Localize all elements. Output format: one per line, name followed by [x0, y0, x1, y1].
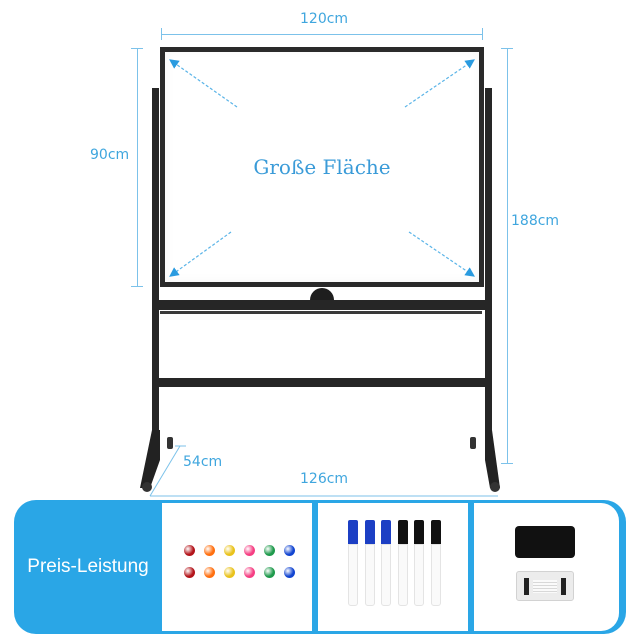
dimension-base-width-label: 126cm — [300, 471, 349, 487]
stand-left-post — [152, 88, 159, 460]
markers-cell — [318, 503, 468, 631]
dimension-tick — [161, 28, 162, 40]
dimension-tick — [501, 463, 513, 464]
dimension-board-height-line — [137, 48, 138, 286]
pivot-knob — [310, 288, 334, 302]
eraser-felt — [515, 526, 575, 558]
magnet-icon — [264, 567, 275, 578]
expand-arrows-icon — [169, 59, 475, 277]
magnet-icon — [184, 545, 195, 556]
magnet-icon — [204, 567, 215, 578]
lower-crossbar — [158, 378, 486, 387]
tray-lip — [160, 311, 482, 314]
marker-icon — [381, 520, 391, 606]
magnet-icon — [284, 545, 295, 556]
dimension-total-height-label: 188cm — [511, 213, 560, 229]
whiteboard: Große Fläche — [160, 47, 484, 287]
marker-icon — [348, 520, 358, 606]
marker-icon — [364, 520, 375, 606]
dimension-board-width-label: 120cm — [300, 11, 349, 27]
marker-tray — [158, 300, 486, 310]
eraser-cell — [474, 503, 619, 631]
magnet-icon — [284, 567, 295, 578]
magnet-icon — [224, 567, 235, 578]
accessories-panel: Preis-Leistung — [14, 500, 626, 634]
eraser-holder-grip-left — [524, 578, 529, 595]
eraser-holder — [516, 571, 574, 601]
marker-icon — [430, 520, 441, 606]
magnet-icon — [204, 545, 215, 556]
magnet-icon — [264, 545, 275, 556]
dimension-tick — [131, 286, 143, 287]
dimension-tick — [131, 48, 143, 49]
marker-icon — [414, 520, 424, 606]
dimension-tick — [501, 48, 513, 49]
dimension-tick — [482, 28, 483, 40]
magnet-icon — [244, 545, 255, 556]
dimension-board-width-line — [161, 34, 483, 35]
panel-label: Preis-Leistung — [27, 556, 149, 577]
dimension-board-height-label: 90cm — [90, 147, 130, 163]
magnet-icon — [244, 567, 255, 578]
eraser-holder-ribs — [533, 580, 557, 593]
dimension-total-height-line — [507, 48, 508, 464]
magnet-icon — [184, 567, 195, 578]
marker-icon — [397, 520, 408, 606]
eraser-holder-grip-right — [561, 578, 566, 595]
magnets-cell — [162, 503, 312, 631]
board-headline: Große Fläche — [253, 155, 391, 179]
stand-right-post — [485, 88, 492, 460]
dimension-base-depth-label: 54cm — [183, 454, 223, 470]
magnet-icon — [224, 545, 235, 556]
